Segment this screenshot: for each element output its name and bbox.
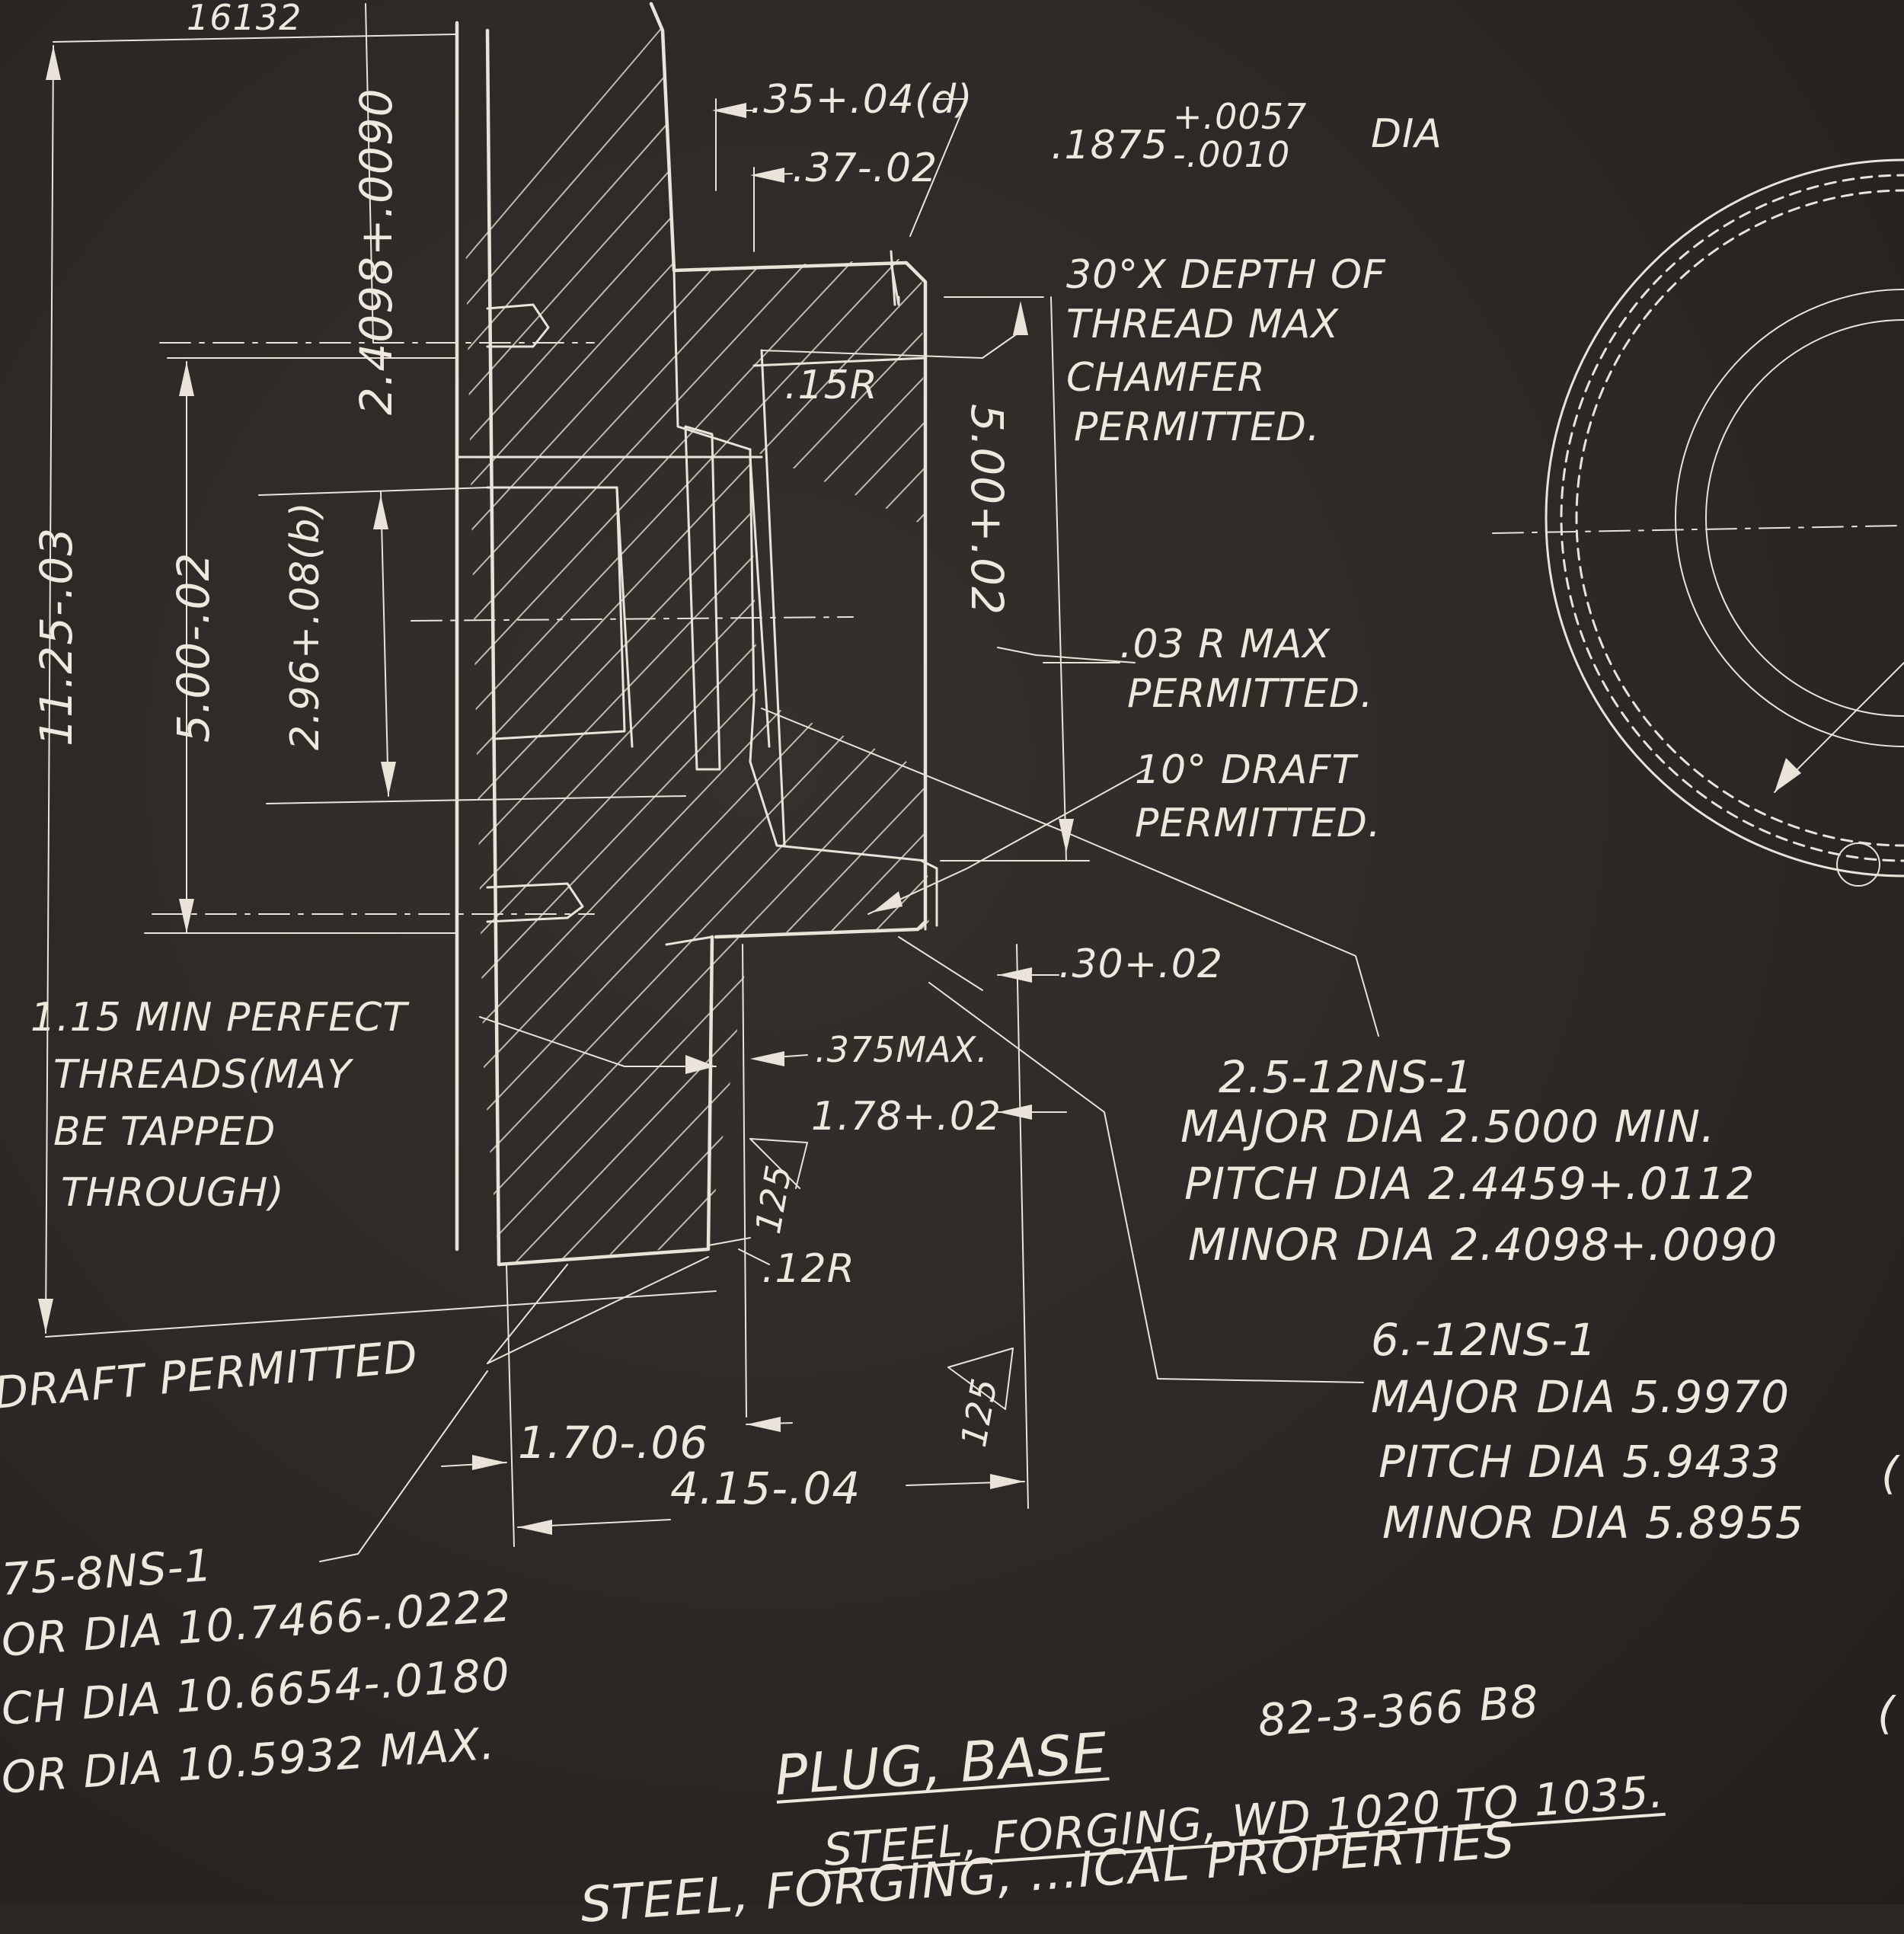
dimension-lines: [38, 3, 1379, 1562]
note-chamfer-line-3: CHAMFER: [1066, 355, 1266, 401]
note-radius-line-2: PERMITTED.: [1127, 671, 1374, 717]
thread-25-minor: MINOR DIA 2.4098+.0090: [1188, 1219, 1778, 1271]
edge-mark-1: (: [1881, 1447, 1899, 1499]
note-draft-line-2: PERMITTED.: [1135, 801, 1382, 846]
dim-500-left: 5.00-.02: [168, 551, 219, 743]
dim-top-fraction: 16132: [187, 0, 302, 38]
note-radius-line-1: .03 R MAX: [1120, 622, 1331, 667]
thread-6-pitch: PITCH DIA 5.9433: [1378, 1436, 1781, 1488]
thread-25-major: MAJOR DIA 2.5000 MIN.: [1180, 1101, 1716, 1152]
dim-035: .35+.04(d): [750, 77, 973, 123]
dim-125-a: 125: [747, 1161, 800, 1237]
note-chamfer-line-2: THREAD MAX: [1066, 302, 1340, 347]
dim-030: .30+.02: [1059, 941, 1223, 987]
note-threads-line-1: 1.15 MIN PERFECT: [30, 995, 408, 1041]
thread-25-pitch: PITCH DIA 2.4459+.0112: [1184, 1158, 1755, 1210]
part-outline: [455, 2, 938, 1267]
dim-125-b: 125: [953, 1374, 1006, 1450]
note-threads-line-4: THROUGH): [61, 1170, 285, 1216]
dim-037: .37-.02: [792, 145, 938, 191]
center-lines: [152, 342, 1904, 915]
note-threads-line-2: THREADS(MAY: [53, 1052, 352, 1098]
dim-170: 1.70-.06: [518, 1417, 709, 1469]
dim-500-right: 5.00+.02: [961, 404, 1013, 615]
dim-12r: .12R: [762, 1246, 855, 1292]
dim-1875-minus: -.0010: [1173, 134, 1291, 175]
dim-1875-dia: DIA: [1371, 111, 1442, 157]
dim-24098: 2.4098+.0090: [350, 88, 402, 415]
dim-296: 2.96+.08(b): [283, 501, 328, 750]
thread-6-minor: MINOR DIA 5.8955: [1382, 1497, 1804, 1549]
note-threads-line-3: BE TAPPED: [53, 1109, 276, 1155]
thread-1075-spec: 75-8NS-1: [0, 1539, 215, 1606]
dim-178: 1.78+.02: [811, 1094, 1002, 1140]
dim-415: 4.15-.04: [670, 1462, 861, 1514]
note-chamfer-line-4: PERMITTED.: [1074, 404, 1321, 450]
dim-1875-base: .1875: [1051, 123, 1168, 168]
thread-25-spec: 2.5-12NS-1: [1219, 1051, 1474, 1103]
thread-6-major: MAJOR DIA 5.9970: [1371, 1371, 1791, 1423]
dim-15r: .15R: [784, 363, 878, 408]
dim-375: .375MAX.: [815, 1029, 989, 1070]
edge-mark-2: (: [1877, 1687, 1896, 1739]
note-chamfer-line-1: 30°X DEPTH OF: [1066, 252, 1386, 298]
note-draft-line-1: 10° DRAFT: [1135, 747, 1357, 793]
dim-1875-plus: +.0057: [1173, 96, 1308, 137]
end-view: [1545, 158, 1904, 887]
dim-1125: 11.25-.03: [30, 526, 82, 746]
thread-6-spec: 6.-12NS-1: [1371, 1314, 1598, 1366]
